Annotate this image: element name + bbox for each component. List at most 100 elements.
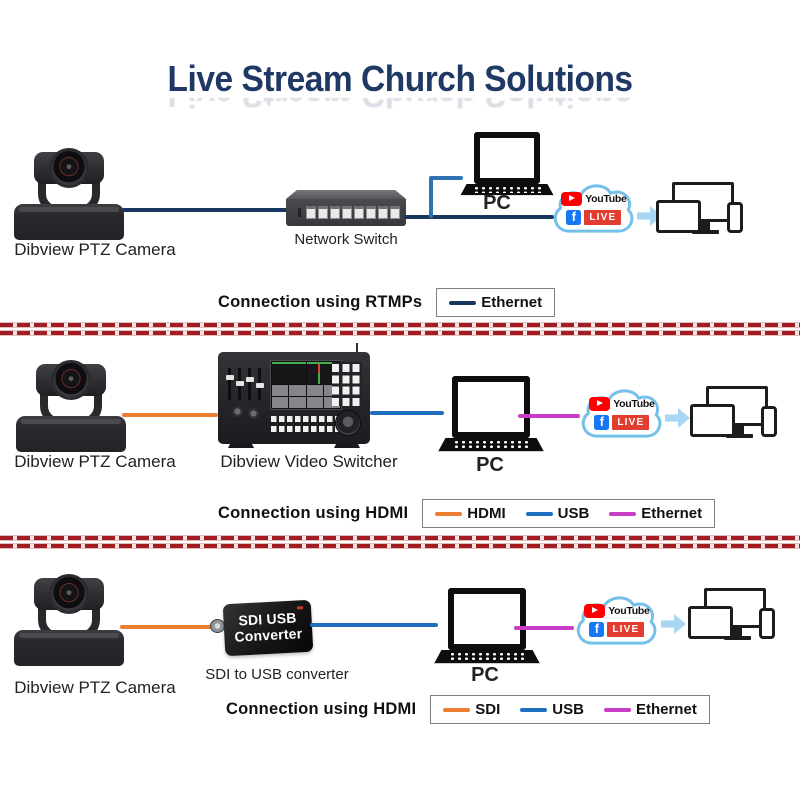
legend-item-sdi: SDI	[443, 701, 500, 718]
youtube-row: YouTube	[561, 191, 627, 206]
monitor-stand	[701, 222, 710, 230]
streaming-cloud-icon: YouTube f LIVE	[549, 177, 637, 243]
viewer-devices-icon	[690, 386, 778, 442]
legend-item-ethernet: Ethernet	[449, 294, 542, 311]
cloud-platforms: YouTube f LIVE	[556, 191, 632, 225]
network-switch-icon	[286, 190, 406, 226]
switcher-knob	[232, 406, 243, 417]
youtube-logo-icon	[589, 396, 611, 411]
youtube-logo-icon	[584, 603, 606, 618]
line-branch-to-pc	[429, 176, 463, 180]
switch-ports	[286, 199, 406, 226]
monitor-stand	[735, 426, 744, 434]
switch-label: Network Switch	[294, 231, 398, 248]
switcher-button-row	[271, 426, 343, 432]
laptop-keyboard	[460, 184, 554, 197]
legend-item-usb: USB	[520, 701, 584, 718]
switch-port	[353, 206, 364, 219]
phone-icon	[761, 406, 777, 437]
converter-text-line2: Converter	[234, 625, 303, 645]
laptop-screen	[448, 588, 526, 650]
usb-line	[370, 411, 444, 415]
tablet-icon	[656, 200, 701, 233]
usb-line	[310, 623, 438, 627]
pc-label: PC	[483, 192, 511, 214]
switch-port	[317, 206, 328, 219]
switcher-button-row	[271, 416, 343, 422]
legend-label: HDMI	[467, 505, 506, 522]
caption-row-hdmi: Connection using HDMI HDMI USB Ethernet	[218, 499, 716, 528]
switcher-joystick	[335, 410, 361, 436]
legend-label: Ethernet	[481, 294, 543, 311]
switch-port	[365, 206, 376, 219]
ethernet-line	[514, 626, 574, 630]
laptop-keyboard	[434, 650, 540, 664]
tablet-icon	[690, 404, 735, 437]
switch-led	[298, 208, 301, 217]
switch-port	[329, 206, 340, 219]
camera-base	[14, 630, 124, 666]
facebook-live-row: f LIVE	[566, 209, 622, 225]
switch-port	[341, 206, 352, 219]
page-title: Live Stream Church Solutions	[167, 58, 633, 99]
phone-icon	[759, 608, 775, 639]
ptz-camera-icon	[14, 572, 124, 666]
switcher-label: Dibview Video Switcher	[220, 452, 398, 471]
waveform-display	[272, 362, 340, 384]
legend-box: HDMI USB Ethernet	[422, 499, 716, 528]
facebook-logo-icon: f	[566, 209, 582, 225]
cloud-platforms: YouTube f LIVE	[584, 396, 660, 430]
camera-base	[14, 204, 124, 240]
switcher-button-grid	[332, 362, 362, 406]
camera-lens-icon	[49, 574, 89, 614]
sdi-line	[120, 625, 214, 629]
page-title-reflection: Live Stream Church Solutions	[28, 98, 772, 113]
legend-item-hdmi: HDMI	[435, 505, 506, 522]
pc-label: PC	[471, 664, 499, 686]
caption-row-rtmp: Connection using RTMPs Ethernet	[218, 288, 556, 317]
cloud-platforms: YouTube f LIVE	[579, 603, 655, 637]
legend-item-ethernet: Ethernet	[603, 701, 697, 718]
ethernet-line-swatch	[449, 300, 477, 305]
switcher-screen	[270, 360, 342, 410]
monitor-stand-base	[724, 636, 751, 640]
facebook-live-row: f LIVE	[589, 621, 645, 637]
switch-port	[305, 206, 316, 219]
facebook-logo-icon: f	[589, 621, 605, 637]
pc-laptop-icon	[460, 132, 554, 198]
live-badge: LIVE	[584, 209, 622, 225]
viewer-devices-icon	[688, 588, 776, 644]
live-badge: LIVE	[612, 414, 650, 430]
switcher-faders	[226, 368, 266, 400]
ethernet-line-camera-switch	[122, 208, 288, 212]
ptz-camera-icon	[16, 358, 126, 452]
legend-label: SDI	[475, 701, 501, 718]
connection-caption: Connection using HDMI	[218, 504, 409, 522]
hdmi-line-swatch	[435, 511, 463, 516]
viewer-devices-icon	[656, 182, 744, 238]
youtube-label: YouTube	[613, 397, 655, 410]
camera-lens-icon	[49, 148, 89, 188]
legend-label: USB	[557, 505, 590, 522]
camera-label: Dibview PTZ Camera	[14, 452, 176, 471]
youtube-row: YouTube	[584, 603, 650, 618]
pc-laptop-icon	[438, 376, 544, 454]
legend-label: Ethernet	[635, 701, 697, 718]
camera-base	[16, 416, 126, 452]
sdi-line-swatch	[443, 707, 471, 712]
live-badge: LIVE	[607, 621, 645, 637]
usb-line-swatch	[520, 707, 548, 712]
laptop-screen	[474, 132, 540, 184]
legend-item-ethernet: Ethernet	[609, 505, 702, 522]
legend-label: USB	[552, 701, 584, 718]
section-divider	[0, 535, 800, 551]
ethernet-line-swatch	[603, 707, 631, 712]
ethernet-line-swatch	[609, 511, 637, 516]
tablet-icon	[688, 606, 733, 639]
camera-lens-icon	[51, 360, 91, 400]
camera-label: Dibview PTZ Camera	[14, 240, 176, 259]
facebook-live-row: f LIVE	[594, 414, 650, 430]
flow-arrow-icon	[665, 408, 690, 428]
pc-label: PC	[476, 454, 504, 476]
